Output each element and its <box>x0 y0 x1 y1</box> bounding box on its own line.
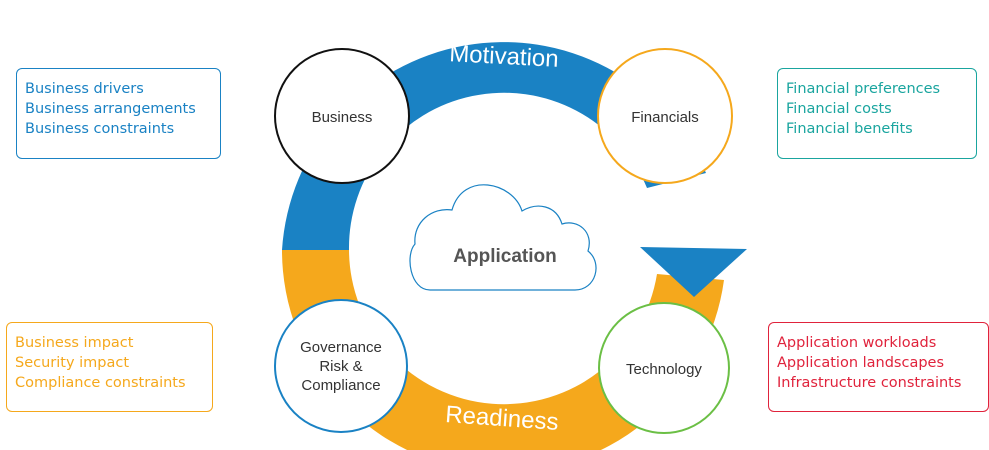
cycle-arrowhead <box>640 247 747 297</box>
box-item: Financial costs <box>786 101 892 117</box>
node-governance-line-1: Governance <box>300 339 382 356</box>
cloud-icon <box>409 184 597 291</box>
node-business: Business <box>274 48 410 184</box>
box-item: Security impact <box>15 355 130 371</box>
node-technology: Technology <box>598 302 730 434</box>
box-item: Financial benefits <box>786 121 913 137</box>
technology-info-box: Application workloads Application landsc… <box>768 322 989 412</box>
business-info-box: Business drivers Business arrangements B… <box>16 68 221 159</box>
box-item: Application landscapes <box>777 355 945 371</box>
box-item: Infrastructure constraints <box>777 375 962 391</box>
center-label: Application <box>453 246 556 267</box>
box-item: Compliance constraints <box>15 375 186 391</box>
box-item: Business arrangements <box>25 101 196 117</box>
box-item: Business impact <box>15 335 134 351</box>
node-financials-label: Financials <box>631 109 699 126</box>
node-financials: Financials <box>597 48 733 184</box>
box-item: Financial preferences <box>786 81 941 97</box>
node-technology-label: Technology <box>626 361 702 378</box>
governance-info-box: Business impact Security impact Complian… <box>6 322 213 412</box>
node-governance-line-3: Compliance <box>301 377 380 394</box>
box-item: Application workloads <box>777 335 937 351</box>
financial-info-box: Financial preferences Financial costs Fi… <box>777 68 977 159</box>
node-governance: Governance Risk & Compliance <box>274 299 408 433</box>
node-governance-line-2: Risk & <box>319 358 362 375</box>
motivation-label: Motivation <box>449 40 560 73</box>
box-item: Business constraints <box>25 121 175 137</box>
box-item: Business drivers <box>25 81 144 97</box>
node-business-label: Business <box>312 109 373 126</box>
